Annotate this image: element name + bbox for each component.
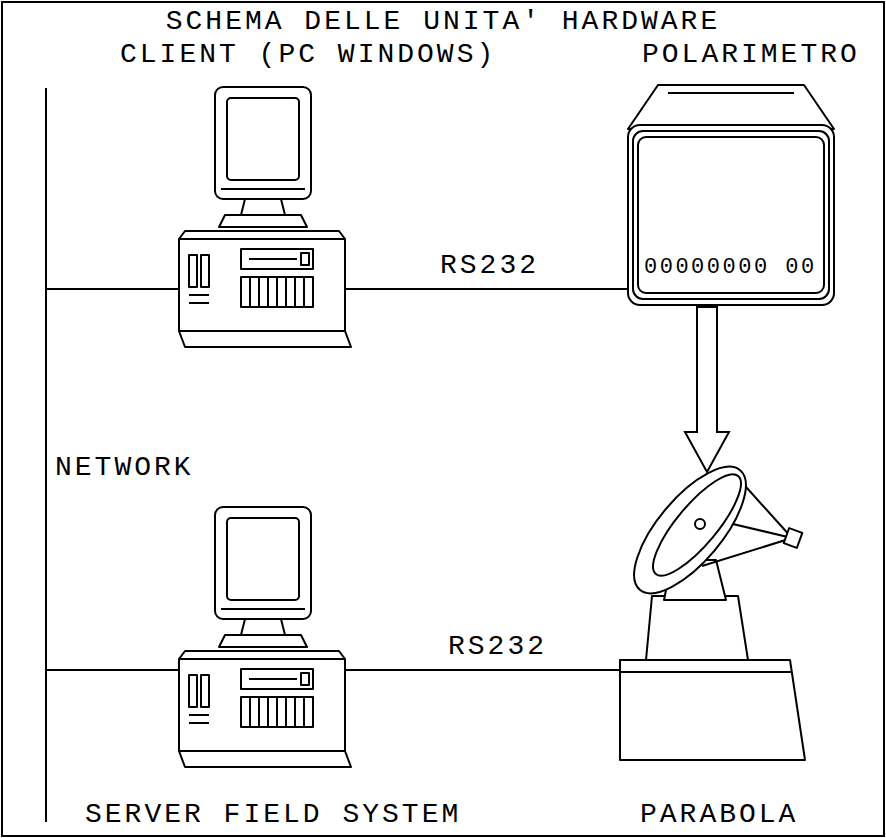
polarimeter-housing <box>638 137 824 293</box>
server-pc-icon <box>179 507 351 767</box>
dish-antenna <box>641 463 754 587</box>
dish-antenna <box>646 596 748 660</box>
network-wire <box>47 288 179 290</box>
polarimeter-box: POLARIMETRO00000000 00 <box>628 85 834 307</box>
bus-label: NETWORK <box>55 451 194 485</box>
server-pc: SERVER FIELD SYSTEM <box>179 505 345 770</box>
client-pc-icon <box>179 87 351 347</box>
node-heading: POLARIMETRO <box>642 38 860 72</box>
display-readout: 00000000 00 <box>644 255 817 281</box>
connector-label: RS232 <box>448 630 547 664</box>
polarimeter-housing <box>633 131 829 299</box>
dish-antenna <box>784 528 803 548</box>
dish-antenna <box>695 519 705 529</box>
dish-antenna <box>620 660 805 760</box>
client-pc: CLIENT (PC WINDOWS) <box>179 85 345 350</box>
polarimeter-housing <box>668 92 794 94</box>
network-bus: NETWORK <box>45 88 47 822</box>
connector-label: RS232 <box>440 249 539 283</box>
serial-link <box>345 288 628 290</box>
polarimeter-housing <box>628 125 834 305</box>
network-wire <box>47 669 179 671</box>
polarimeter-housing <box>628 85 834 305</box>
block-arrow <box>685 307 729 472</box>
node-heading: PARABOLA <box>640 798 798 832</box>
serial-link <box>345 669 620 671</box>
dish-antenna <box>615 450 764 611</box>
antenna-dish: PARABOLA <box>620 472 810 762</box>
node-heading: SERVER FIELD SYSTEM <box>85 798 461 832</box>
polarimeter-housing <box>628 85 834 129</box>
diagram-title: SCHEMA DELLE UNITA' HARDWARE <box>0 5 886 39</box>
node-heading: CLIENT (PC WINDOWS) <box>120 38 496 72</box>
dish-antenna <box>615 450 805 760</box>
dish-antenna <box>620 671 792 673</box>
